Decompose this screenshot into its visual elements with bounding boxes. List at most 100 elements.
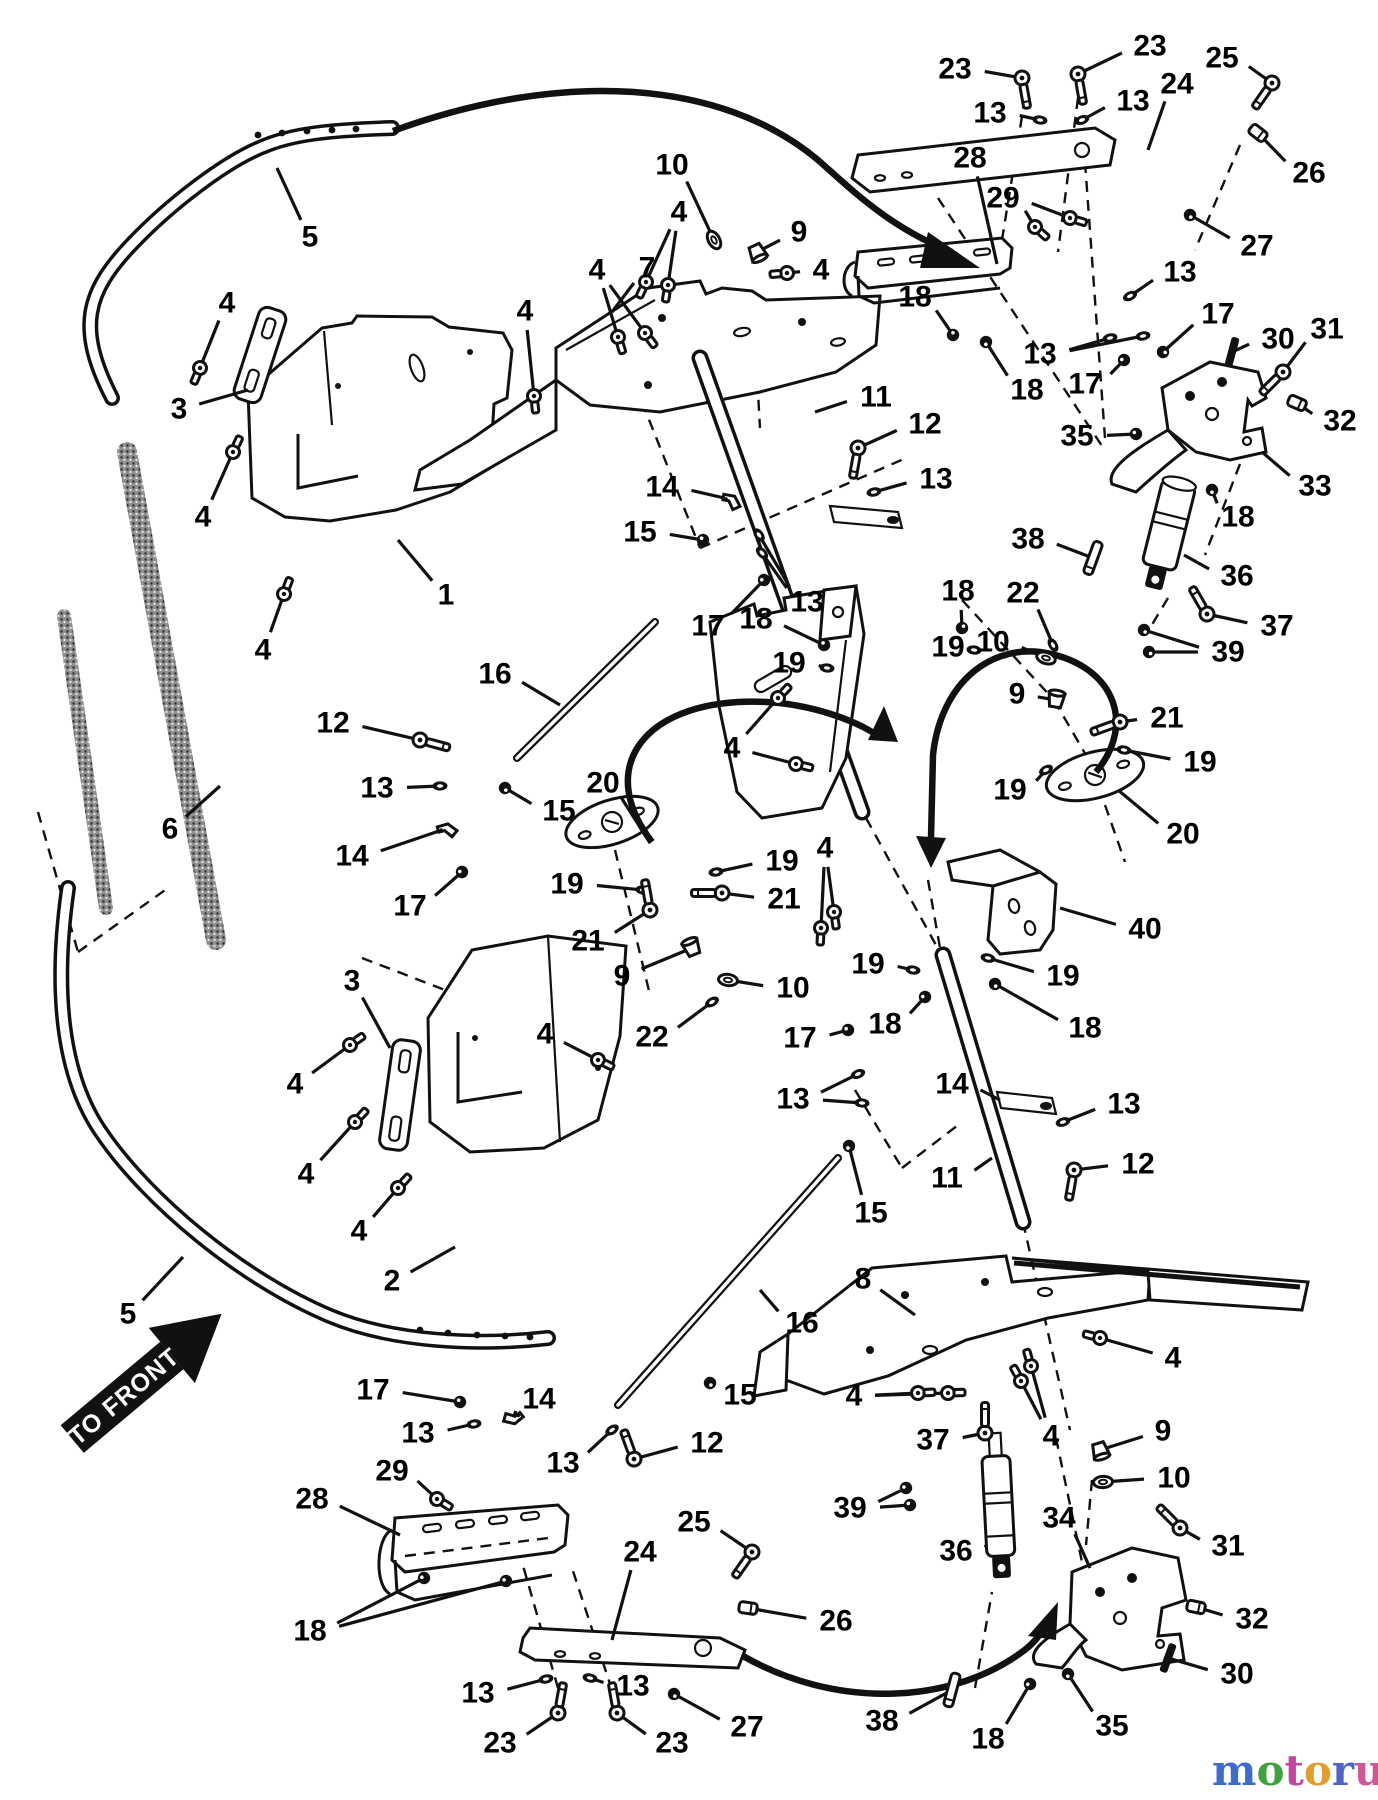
- screw-glyph: [826, 904, 842, 931]
- nut-glyph: [955, 621, 969, 635]
- bolt-glyph: [640, 878, 659, 919]
- sleeve-glyph: [737, 1600, 759, 1616]
- leader-line: [819, 866, 826, 929]
- leader-line: [141, 1255, 185, 1302]
- callout-label: 10: [655, 149, 688, 182]
- callout-label: 6: [162, 813, 179, 846]
- leader-line: [979, 1088, 1001, 1102]
- callout-4: 4: [1081, 1329, 1182, 1375]
- callout-31: 31: [1258, 313, 1344, 397]
- elbow-glyph: [501, 1410, 526, 1426]
- callout-label: 16: [785, 1307, 818, 1340]
- callout-label: 38: [1011, 523, 1044, 556]
- leader-line: [758, 1288, 780, 1313]
- callout-label: 9: [1155, 1415, 1172, 1448]
- callout-35: 35: [1060, 420, 1143, 453]
- leader-line: [1029, 1365, 1047, 1419]
- callout-label: 14: [935, 1068, 969, 1101]
- callout-label: 21: [767, 883, 800, 916]
- leader-line: [673, 1692, 721, 1721]
- watermark-letter: r: [1331, 1746, 1355, 1795]
- callout-25: 25: [677, 1506, 761, 1580]
- callout-35: 35: [1061, 1667, 1129, 1743]
- callout-label: 17: [1201, 298, 1234, 331]
- leader-line: [275, 167, 303, 221]
- callout-17: 17: [691, 573, 771, 643]
- callout-label: 33: [1298, 470, 1331, 503]
- watermark-letter: t: [1284, 1746, 1304, 1795]
- washer-glyph: [1135, 331, 1151, 341]
- callout-label: 16: [478, 658, 511, 691]
- callout-9: 9: [1091, 1415, 1172, 1462]
- washer-glyph: [1032, 115, 1048, 125]
- leader-line: [1143, 628, 1200, 649]
- callout-26: 26: [737, 1600, 853, 1638]
- leader-line: [1099, 1336, 1154, 1355]
- callout-label: 18: [971, 1723, 1004, 1756]
- leader-line: [1161, 323, 1195, 354]
- callout-label: 12: [1121, 1148, 1154, 1181]
- screw-glyph: [660, 277, 676, 304]
- leader-line: [757, 534, 791, 588]
- callout-label: 13: [1163, 256, 1196, 289]
- leader-line: [396, 538, 434, 582]
- leader-line: [336, 1576, 425, 1625]
- washer-glyph: [705, 996, 719, 1008]
- screw-glyph: [1062, 210, 1089, 228]
- callout-label: 37: [1260, 610, 1293, 643]
- pindark-glyph: [1159, 1643, 1177, 1673]
- pin-glyph: [1082, 539, 1104, 577]
- leader-line: [847, 1145, 864, 1196]
- screw-glyph: [610, 329, 628, 356]
- callout-label: 21: [571, 925, 604, 958]
- callout-19: 19: [931, 631, 982, 664]
- screw-glyph: [940, 1385, 967, 1401]
- callout-18: 18: [739, 603, 831, 652]
- washer-glyph: [980, 953, 996, 963]
- washer-glyph: [905, 965, 921, 975]
- nut-glyph: [1156, 345, 1170, 359]
- leader-line: [620, 797, 652, 844]
- screw-glyph: [347, 1106, 370, 1130]
- callout-36: 36: [1183, 553, 1254, 593]
- callout-13: 13: [546, 1424, 619, 1480]
- leader-line: [730, 578, 766, 616]
- leader-line: [814, 399, 848, 414]
- callout-label: 13: [546, 1447, 579, 1480]
- callout-4: 4: [517, 295, 542, 415]
- leader-line: [1183, 553, 1210, 571]
- callout-12: 12: [619, 1427, 724, 1468]
- bracket-panel-2: [426, 934, 628, 1154]
- callout-label: 13: [1116, 85, 1149, 118]
- nut-glyph: [498, 781, 512, 795]
- callout-label: 31: [1310, 313, 1343, 346]
- callout-label: 13: [461, 1677, 494, 1710]
- callout-13: 13: [360, 772, 448, 805]
- washer-glyph: [1039, 764, 1053, 776]
- sleeve-glyph: [1185, 1598, 1207, 1616]
- callout-4: 4: [635, 196, 688, 304]
- nut-glyph: [988, 977, 1002, 991]
- screw-glyph: [910, 1385, 937, 1401]
- callout-18: 18: [1205, 483, 1255, 534]
- callout-13: 13: [461, 1674, 554, 1710]
- leader-line: [745, 696, 780, 736]
- callout-4: 4: [846, 1380, 967, 1413]
- shock-cylinder-36-lower: [980, 1431, 1017, 1579]
- callout-23: 23: [1069, 30, 1167, 106]
- callout-21: 21: [1089, 702, 1184, 737]
- leader-line: [362, 725, 421, 742]
- washer-glyph: [854, 1098, 870, 1108]
- leader-line: [973, 1156, 993, 1172]
- callout-label: 18: [739, 603, 772, 636]
- callout-9: 9: [614, 936, 702, 993]
- callout-label: 23: [1133, 30, 1166, 63]
- callout-19: 19: [1116, 745, 1217, 779]
- leader-line: [339, 1504, 401, 1537]
- watermark-letter: u: [1354, 1746, 1378, 1795]
- callout-label: 4: [817, 832, 834, 865]
- callout-label: 4: [298, 1158, 315, 1191]
- bolt-glyph: [607, 1681, 626, 1722]
- callout-label: 9: [1009, 678, 1026, 711]
